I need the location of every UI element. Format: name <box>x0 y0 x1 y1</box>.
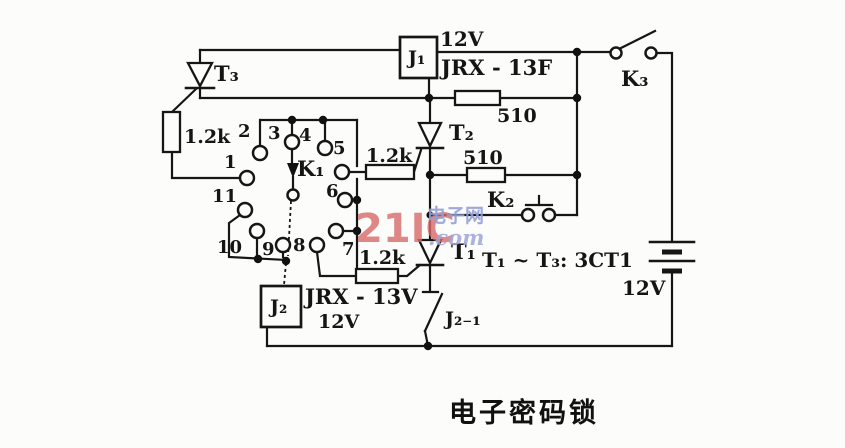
thyristor-t1 <box>415 238 445 267</box>
relay-j2-model: JRX - 13V <box>303 284 418 309</box>
wire-t3-gate <box>170 87 198 114</box>
resistor-1.2k-low <box>354 267 400 285</box>
wire-r1-to-contact1 <box>170 150 242 180</box>
junction-dot <box>352 226 362 236</box>
wire-bus-to-j2 <box>283 262 287 286</box>
k2-contact-right <box>541 207 557 223</box>
k1-contact-2 <box>251 144 269 162</box>
wires <box>170 29 674 348</box>
relay-j1-box <box>398 35 439 80</box>
k1-contact-1 <box>238 169 256 187</box>
relay-j1-voltage: 12V <box>440 27 484 51</box>
wire-contact8-to-r5 <box>315 250 358 278</box>
junction-dot <box>572 47 582 57</box>
k1-contact-7 <box>327 222 345 240</box>
t1-label: T₁ <box>451 239 476 264</box>
k3-blade <box>619 29 657 50</box>
k1-contact-11 <box>236 201 254 219</box>
resistors <box>161 89 507 285</box>
junction-dots <box>253 47 582 351</box>
k1-number-6: 6 <box>326 181 339 202</box>
k1-rotary-switch <box>236 133 354 254</box>
wire-k3-to-battery <box>655 51 674 242</box>
k1-contact-8 <box>308 236 326 254</box>
thyristor-t2 <box>415 121 445 150</box>
resistor-1.2k-low-label: 1.2k <box>359 247 406 269</box>
t3-triangle <box>186 61 214 89</box>
junction-dot <box>287 115 297 125</box>
relay-j1-label: J₁ <box>406 47 425 69</box>
resistor-510-mid-label: 510 <box>463 147 503 169</box>
wire-r3-to-t2-gate <box>412 148 423 174</box>
junction-dot <box>425 170 435 180</box>
k1-number-9: 9 <box>262 239 275 260</box>
junction-dot <box>424 93 434 103</box>
k1-number-2: 2 <box>238 121 251 142</box>
k3-label: K₃ <box>621 66 648 91</box>
t1-triangle <box>417 238 443 266</box>
watermark-brand: 21IC <box>355 206 455 252</box>
k1-contact-4 <box>316 139 334 157</box>
k1-number-5: 5 <box>333 138 346 159</box>
resistor-510-mid <box>465 166 507 184</box>
k3-contact-left <box>609 46 623 60</box>
k1-contact-9 <box>274 236 292 254</box>
k1-contact-3 <box>283 133 301 151</box>
relay-j2-box <box>259 284 303 329</box>
k1-contact-6 <box>336 191 354 209</box>
junction-dot <box>352 195 362 205</box>
battery-symbol <box>648 240 696 274</box>
k1-number-4: 4 <box>299 125 312 146</box>
junction-dot <box>318 115 328 125</box>
resistor-1.2k-left <box>161 110 182 154</box>
junction-dot <box>253 254 263 264</box>
k1-contact-5 <box>333 163 351 181</box>
k2-label: K₂ <box>487 187 514 212</box>
t2-label: T₂ <box>449 120 474 145</box>
resistor-510-top <box>453 89 502 107</box>
junction-dot <box>426 211 434 219</box>
page-title: 电子密码锁 <box>449 397 599 429</box>
k1-label: K₁ <box>297 156 324 181</box>
t3-label: T₃ <box>214 61 239 86</box>
relay-j2-voltage: 12V <box>318 311 360 333</box>
k1-number-1: 1 <box>224 152 237 173</box>
k1-number-11: 11 <box>212 186 237 207</box>
wire-r5-to-t1-gate <box>396 263 422 278</box>
k1-number-8: 8 <box>293 235 306 256</box>
junction-dot <box>423 341 433 351</box>
k2-contact-left <box>520 207 536 223</box>
junction-dot <box>281 256 291 266</box>
k1-number-10: 10 <box>217 237 242 258</box>
resistor-1.2k-mid-label: 1.2k <box>366 145 413 167</box>
k1-number-7: 7 <box>342 239 355 260</box>
t2-triangle <box>417 121 443 149</box>
resistor-1.2k-mid <box>364 163 416 181</box>
k3-contact-right <box>644 46 658 60</box>
k1-number-3: 3 <box>268 123 281 144</box>
resistor-1.2k-left-label: 1.2k <box>184 126 231 148</box>
k1-wiper-pivot <box>286 188 300 202</box>
k1-contact-10 <box>248 222 266 240</box>
watermark-site-suffix: .com <box>428 225 484 250</box>
junction-dot <box>572 170 582 180</box>
thyristor-t3 <box>184 61 216 90</box>
watermark-site-cn: 电子网 <box>427 204 484 227</box>
battery-voltage-label: 12V <box>622 276 666 300</box>
thyristor-type-note: T₁ ~ T₃: 3CT1 <box>482 248 633 272</box>
watermark: 21IC 电子网 .com <box>355 204 484 252</box>
relay-j2-label: J₂ <box>268 296 287 318</box>
wire-j2-1-blade <box>423 292 444 333</box>
k1-contact-numbers: 1 2 3 4 5 6 7 8 9 10 11 <box>212 121 355 260</box>
resistor-510-top-label: 510 <box>497 105 537 127</box>
junction-dot <box>572 93 582 103</box>
j2-1-contact-label: J₂₋₁ <box>443 308 481 330</box>
relay-j1-model: JRX - 13F <box>439 55 552 80</box>
k1-wiper-arrowhead <box>287 163 299 178</box>
